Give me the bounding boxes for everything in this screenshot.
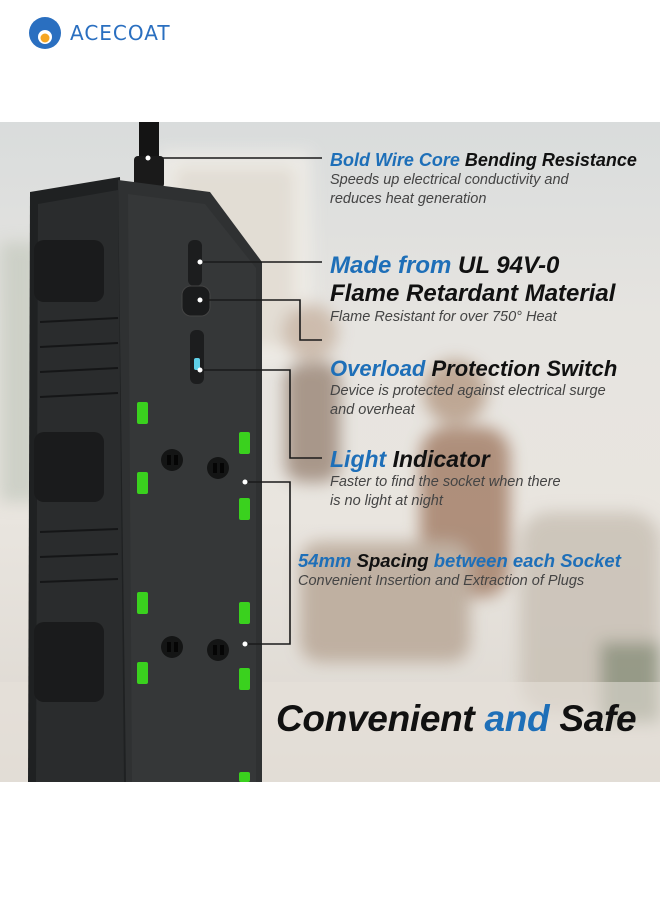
feature-description-line: Flame Resistant for over 750° Heat	[330, 309, 557, 325]
product-panel: Bold Wire Core Bending Resistance Speeds…	[0, 122, 660, 782]
feature-heading: Made from UL 94V-0	[330, 252, 615, 280]
feature-wire-core: Bold Wire Core Bending Resistance Speeds…	[330, 150, 637, 209]
feature-heading-highlight: Bold Wire Core	[330, 150, 460, 170]
feature-heading: 54mm Spacing between each Socket	[298, 550, 621, 572]
feature-heading: Overload Protection Switch	[330, 356, 617, 382]
feature-description-line: Convenient Insertion and Extraction of P…	[298, 573, 585, 589]
feature-heading-highlight: between each Socket	[433, 550, 621, 571]
tagline-part: Safe	[549, 698, 637, 739]
feature-heading-highlight: Light	[330, 446, 387, 472]
tagline: Convenient and Safe	[276, 698, 637, 740]
tagline-part: Convenient	[276, 698, 485, 739]
feature-light-indicator: Light Indicator Faster to find the socke…	[330, 446, 561, 511]
feature-heading-rest: Bending Resistance	[459, 150, 637, 170]
feature-socket-spacing: 54mm Spacing between each Socket Conveni…	[298, 550, 621, 591]
feature-description: Convenient Insertion and Extraction of P…	[298, 572, 621, 591]
feature-heading-line2: Flame Retardant Material	[330, 280, 616, 307]
feature-heading-highlight: Overload	[330, 356, 426, 381]
callout-lines	[145, 155, 322, 647]
feature-heading: Bold Wire Core Bending Resistance	[330, 150, 637, 171]
feature-description: Flame Resistant for over 750° Heat	[330, 308, 615, 327]
power-strip-illustration	[28, 122, 262, 782]
feature-heading-rest: UL 94V-0	[451, 252, 560, 279]
feature-description-line: Device is protected against electrical s…	[330, 383, 606, 399]
brand-name: ACECOAT	[70, 21, 171, 45]
feature-heading-highlight: 54mm	[298, 550, 352, 571]
acecoat-logo-icon	[28, 16, 62, 50]
feature-heading-rest: Indicator	[386, 446, 490, 472]
feature-overload-switch: Overload Protection Switch Device is pro…	[330, 356, 617, 420]
tagline-highlight: and	[484, 698, 550, 739]
feature-description: Faster to find the socket when there is …	[330, 473, 561, 511]
feature-heading-rest: Spacing	[351, 550, 434, 571]
feature-heading-highlight: Made from	[330, 252, 452, 279]
feature-description-line: Faster to find the socket when there	[330, 474, 561, 490]
feature-heading-rest: Protection Switch	[425, 356, 618, 381]
feature-description-line: reduces heat generation	[330, 191, 487, 207]
feature-description-line: Speeds up electrical conductivity and	[330, 172, 569, 188]
feature-description: Device is protected against electrical s…	[330, 382, 617, 420]
feature-heading: Light Indicator	[330, 446, 561, 473]
feature-description: Speeds up electrical conductivity and re…	[330, 171, 637, 209]
feature-description-line: and overheat	[330, 402, 415, 418]
brand-logo: ACECOAT	[28, 14, 171, 52]
feature-description-line: is no light at night	[330, 493, 443, 509]
feature-flame-retardant: Made from UL 94V-0 Flame Retardant Mater…	[330, 252, 615, 327]
